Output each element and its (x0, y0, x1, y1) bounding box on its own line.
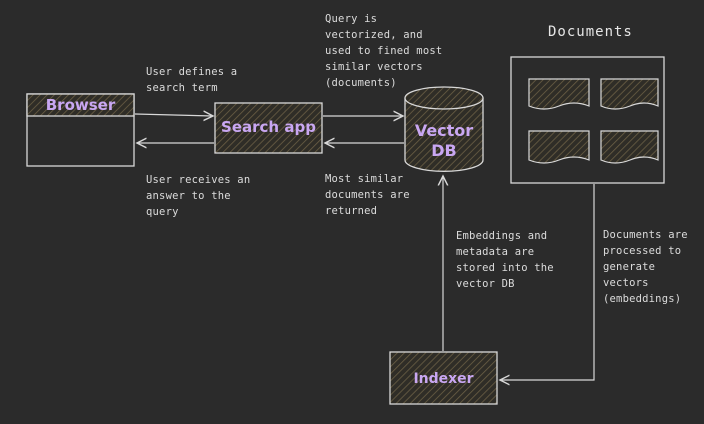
indexer-node (389, 351, 498, 405)
label-embeddings-stored: Embeddings and metadata are stored into … (456, 230, 554, 290)
label-user-receives: User receives an answer to the query (146, 174, 251, 218)
label-most-similar: Most similar documents are returned (325, 173, 410, 217)
search-app-node (214, 102, 323, 154)
browser-node (26, 93, 135, 167)
label-documents-processed: Documents are processed to generate vect… (603, 229, 688, 305)
documents-frame (510, 56, 665, 184)
search-app-title: Search app (221, 118, 316, 136)
label-user-defines: User defines a search term (146, 66, 238, 94)
arrow-documents-to-indexer (500, 184, 595, 380)
browser-title: Browser (45, 96, 116, 114)
document-page-3 (528, 130, 590, 164)
label-query-vectorized: Query is vectorized, and used to fined m… (325, 13, 443, 89)
arrow-browser-to-search (134, 114, 213, 116)
document-page-2 (600, 78, 659, 110)
vector-db-title: Vector DB (414, 121, 474, 160)
indexer-title: Indexer (413, 371, 474, 387)
documents-title: Documents (548, 24, 633, 40)
vector-db-node (404, 86, 484, 172)
document-page-1 (528, 78, 590, 110)
document-page-4 (600, 130, 659, 164)
